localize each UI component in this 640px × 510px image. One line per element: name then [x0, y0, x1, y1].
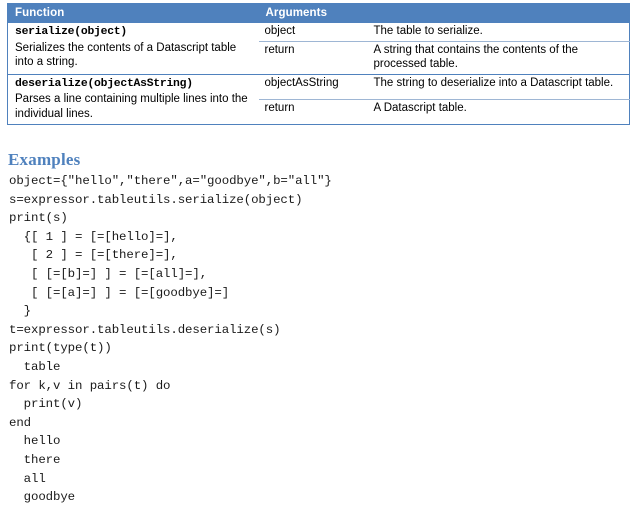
- code-line: there: [9, 452, 61, 467]
- table-row: serialize(object) Serializes the content…: [7, 23, 630, 75]
- code-line: s=expressor.tableutils.serialize(object): [9, 192, 303, 207]
- function-reference-table: Function Arguments serialize(object) Ser…: [7, 3, 630, 126]
- argument-name: return: [258, 99, 366, 126]
- code-line: print(type(t)): [9, 341, 112, 356]
- column-header-arguments: Arguments: [258, 3, 366, 23]
- code-line: print(v): [9, 397, 83, 412]
- column-header-function: Function: [7, 3, 259, 23]
- examples-heading: Examples: [8, 150, 81, 169]
- code-line: for k,v in pairs(t) do: [9, 378, 171, 393]
- argument-name: object: [258, 23, 366, 42]
- example-code-block: object={"hello","there",a="goodbye",b="a…: [9, 172, 629, 507]
- code-line: t=expressor.tableutils.deserialize(s): [9, 322, 281, 337]
- code-line: object={"hello","there",a="goodbye",b="a…: [9, 174, 332, 188]
- function-cell-serialize: serialize(object) Serializes the content…: [7, 23, 259, 75]
- code-line: all: [9, 471, 46, 486]
- argument-name: objectAsString: [258, 74, 366, 101]
- table-header: Function Arguments: [7, 3, 630, 23]
- table-body: serialize(object) Serializes the content…: [7, 23, 630, 126]
- code-line: [ 2 ] = [=[there]=],: [9, 248, 178, 263]
- argument-description: A string that contains the contents of t…: [365, 41, 630, 75]
- argument-description: The string to deserialize into a Datascr…: [365, 74, 630, 101]
- table-row: deserialize(objectAsString) Parses a lin…: [7, 74, 630, 126]
- argument-name: return: [258, 41, 366, 75]
- function-description: Serializes the contents of a Datascript …: [15, 41, 237, 69]
- code-line: [ [=[a]=] ] = [=[goodbye]=]: [9, 285, 230, 300]
- code-line: print(s): [9, 211, 68, 226]
- argument-description: The table to serialize.: [365, 23, 630, 42]
- code-line: end: [9, 415, 32, 430]
- code-line: table: [9, 359, 61, 374]
- function-description: Parses a line containing multiple lines …: [15, 93, 248, 120]
- function-signature: serialize(object): [15, 26, 127, 38]
- argument-description: A Datascript table.: [365, 99, 630, 126]
- function-signature: deserialize(objectAsString): [15, 77, 193, 90]
- function-cell-deserialize: deserialize(objectAsString) Parses a lin…: [7, 74, 259, 126]
- code-line: [ [=[b]=] ] = [=[all]=],: [9, 266, 208, 281]
- table-header-row: Function Arguments: [7, 3, 630, 23]
- code-line: hello: [9, 434, 61, 449]
- code-line: goodbye: [9, 490, 76, 505]
- table-row: return A Datascript table.: [8, 99, 630, 126]
- column-header-description: [365, 3, 630, 23]
- code-line: }: [9, 304, 32, 319]
- table-row: return A string that contains the conten…: [8, 41, 630, 75]
- code-line: {[ 1 ] = [=[hello]=],: [9, 229, 178, 244]
